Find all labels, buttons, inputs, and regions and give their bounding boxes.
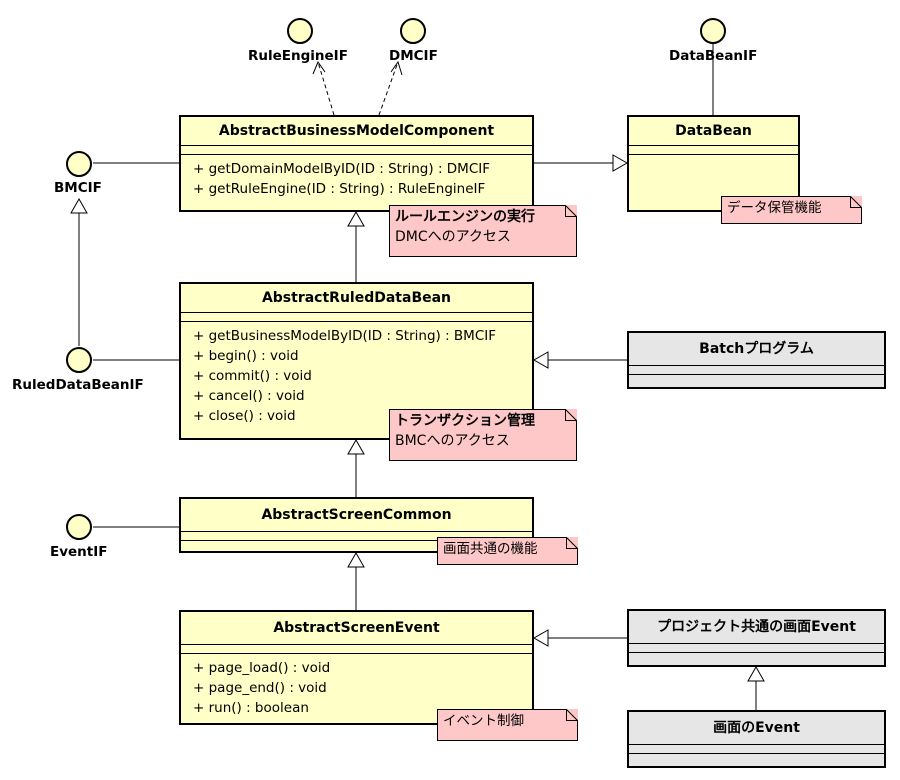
class-title: AbstractRuledDataBean — [181, 284, 532, 313]
note-line: 画面共通の機能 — [443, 541, 538, 557]
attributes-section — [181, 146, 532, 155]
note-line: トランザクション管理 — [395, 413, 535, 429]
event-interface-circle — [66, 514, 92, 540]
attributes-section — [629, 644, 884, 653]
class-data-bean: DataBean — [627, 115, 800, 212]
class-title: AbstractScreenEvent — [181, 612, 532, 645]
attributes-section — [181, 313, 532, 322]
ruledif-to-bmcif-arrow — [70, 197, 88, 346]
attributes-section — [629, 366, 884, 375]
operation: + close() : void — [193, 408, 296, 424]
rule-engine-interface-circle — [287, 18, 313, 44]
note-line: BMCへのアクセス — [395, 433, 510, 449]
note-border-icon — [721, 196, 862, 224]
batch-to-ruled-arrow — [532, 351, 628, 369]
class-title: AbstractBusinessModelComponent — [181, 117, 532, 146]
databean-interface-circle — [700, 18, 726, 44]
rule-engine-interface-label: RuleEngineIF — [248, 48, 348, 64]
operation: + begin() : void — [193, 348, 299, 364]
class-title: AbstractScreenCommon — [181, 499, 532, 532]
class-title: DataBean — [629, 117, 798, 146]
class-abstract-ruled-data-bean: AbstractRuledDataBean + getBusinessModel… — [179, 282, 534, 440]
note-ruled: トランザクション管理 BMCへのアクセス — [389, 409, 577, 461]
operations-section: + getBusinessModelByID(ID : String) : BM… — [181, 322, 532, 426]
attributes-section — [629, 146, 798, 155]
screenevent-to-screencommon-arrow — [347, 551, 365, 610]
operation: + commit() : void — [193, 368, 312, 384]
note-screen-event: イベント制御 — [437, 709, 578, 741]
class-title: Batchプログラム — [629, 333, 884, 366]
screeneventimpl-to-projectevent-arrow — [747, 665, 765, 710]
operations-section: + getDomainModelByID(ID : String) : DMCI… — [181, 155, 532, 199]
projectevent-to-screenevent-arrow — [532, 629, 628, 647]
event-interface-label: EventIF — [50, 544, 108, 560]
attributes-section — [181, 532, 532, 541]
note-border-icon — [437, 537, 578, 565]
bmc-interface-circle — [66, 151, 92, 177]
class-project-common-screen-event: プロジェクト共通の画面Event — [627, 609, 886, 667]
databean-interface-label: DataBeanIF — [669, 48, 758, 64]
ruled-data-bean-interface-circle — [66, 347, 92, 373]
class-title: 画面のEvent — [629, 712, 884, 745]
class-batch-program: Batchプログラム — [627, 331, 886, 389]
class-screen-event-impl: 画面のEvent — [627, 710, 886, 768]
attributes-section — [629, 745, 884, 754]
screencommon-to-ruled-arrow — [347, 438, 365, 497]
operation: + page_end() : void — [193, 680, 327, 696]
note-line: ルールエンジンの実行 — [395, 209, 535, 225]
operation: + page_load() : void — [193, 660, 331, 676]
attributes-section — [181, 645, 532, 654]
note-line: イベント制御 — [443, 713, 524, 729]
dependency-rule-engine — [312, 60, 335, 116]
note-screen-common: 画面共通の機能 — [437, 537, 578, 565]
ruled-data-bean-interface-label: RuledDataBeanIF — [12, 377, 144, 393]
operation: + getBusinessModelByID(ID : String) : BM… — [193, 328, 497, 344]
note-line: データ保管機能 — [727, 200, 822, 216]
note-border-icon — [389, 409, 577, 461]
operation: + cancel() : void — [193, 388, 305, 404]
note-abm: ルールエンジンの実行 DMCへのアクセス — [389, 205, 577, 257]
note-line: DMCへのアクセス — [395, 229, 511, 245]
ruled-to-abm-arrow — [347, 210, 365, 282]
note-border-icon — [389, 205, 577, 257]
operations-section: + page_load() : void + page_end() : void… — [181, 654, 532, 718]
class-abstract-screen-event: AbstractScreenEvent + page_load() : void… — [179, 610, 534, 725]
note-databean: データ保管機能 — [721, 196, 862, 224]
operation: + run() : boolean — [193, 700, 309, 716]
operation: + getDomainModelByID(ID : String) : DMCI… — [193, 161, 490, 177]
dependency-dmc — [378, 60, 403, 116]
class-title: プロジェクト共通の画面Event — [629, 611, 884, 644]
abm-to-databean-arrow — [534, 154, 629, 172]
operation: + getRuleEngine(ID : String) : RuleEngin… — [193, 181, 486, 197]
dmc-interface-label: DMCIF — [389, 48, 438, 64]
bmc-interface-label: BMCIF — [54, 180, 102, 196]
note-border-icon — [437, 709, 578, 741]
dmc-interface-circle — [400, 18, 426, 44]
class-abstract-business-model-component: AbstractBusinessModelComponent + getDoma… — [179, 115, 534, 212]
